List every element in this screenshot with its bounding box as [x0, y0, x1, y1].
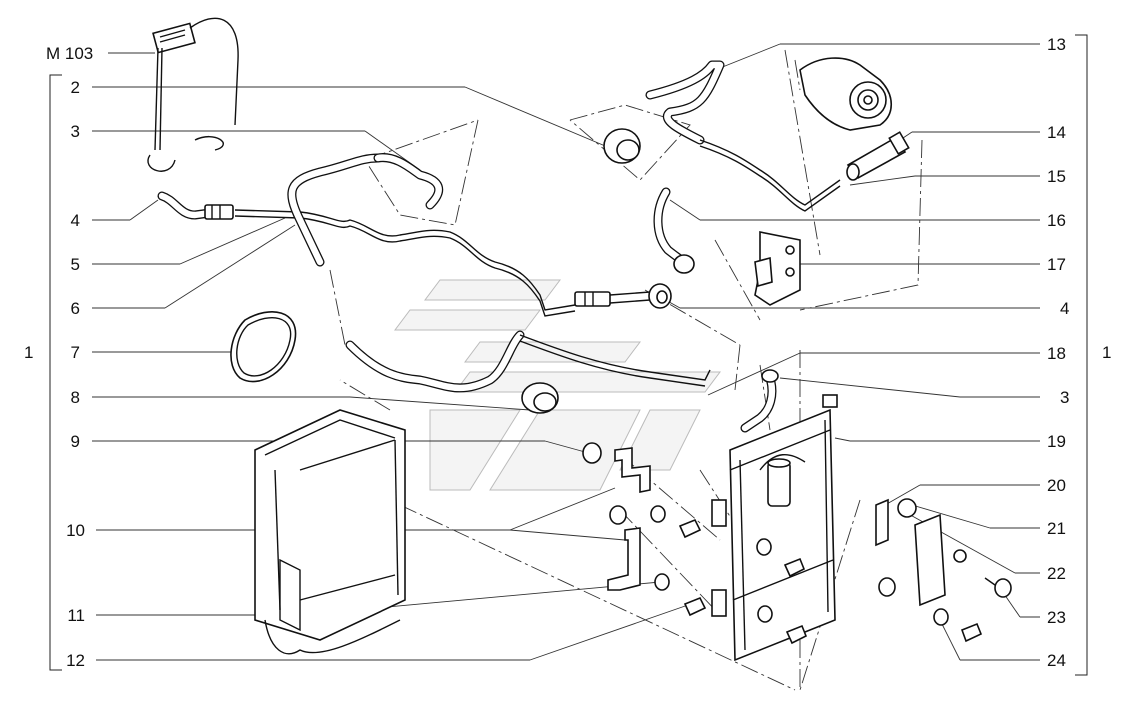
part-19-condenser: [729, 394, 838, 662]
part-24-washers: [878, 577, 983, 643]
callout-16: 16: [1047, 211, 1066, 230]
callout-9: 9: [70, 432, 80, 451]
callout-6: 6: [70, 299, 80, 318]
right-leader-lines: [661, 43, 1040, 661]
callout-22: 22: [1047, 564, 1066, 583]
callout-21: 21: [1047, 519, 1066, 538]
callout-13: 13: [1047, 35, 1066, 54]
part-4-fitting-right: [648, 283, 672, 309]
callout-8: 8: [70, 388, 80, 407]
part-3-hose-lower: [740, 369, 779, 433]
callout-3-right: 3: [1060, 388, 1070, 407]
right-group-bracket: [1075, 34, 1088, 676]
part-4-hose-fitting: [157, 191, 234, 220]
part-6-hose: [287, 153, 383, 267]
part-5-suction-line: [234, 209, 651, 317]
callout-19: 19: [1047, 432, 1066, 451]
callout-14: 14: [1047, 123, 1066, 142]
callout-24: 24: [1047, 651, 1066, 670]
callout-15: 15: [1047, 167, 1066, 186]
callout-4-right: 4: [1060, 299, 1070, 318]
part-13-pipe: [645, 60, 841, 212]
part-compressor: [799, 57, 893, 131]
part-8-liquid-line: [345, 330, 711, 414]
label-m103: M 103: [46, 44, 94, 63]
part-14-tube: [846, 131, 910, 181]
callout-23: 23: [1047, 608, 1066, 627]
callout-18: 18: [1047, 344, 1066, 363]
part-9-bush: [582, 442, 602, 464]
callout-11: 11: [67, 606, 85, 625]
part-21-knob: [897, 498, 917, 518]
label-group-right: 1: [1102, 343, 1112, 362]
part-2-grommet: [603, 128, 641, 164]
part-11-washers: [609, 505, 773, 623]
part-7-o-ring: [230, 311, 297, 383]
left-group-bracket: [49, 74, 62, 671]
part-3-hose-upper: [373, 153, 444, 210]
callout-17: 17: [1047, 255, 1066, 274]
callout-5: 5: [70, 255, 80, 274]
callout-10: 10: [66, 521, 85, 540]
part-17-manifold: [754, 231, 801, 306]
callout-2: 2: [70, 78, 80, 97]
part-16-hose: [653, 187, 695, 274]
watermark-logo: [394, 279, 721, 491]
part-hinge-brackets: [711, 499, 727, 617]
callout-4-left: 4: [70, 211, 80, 230]
part-20-plate: [875, 498, 889, 547]
part-10-bracket: [607, 447, 651, 591]
part-radiator-frame: [254, 409, 406, 655]
part-22-bracket: [914, 513, 967, 607]
part-23-knob: [984, 577, 1012, 598]
callout-12: 12: [66, 651, 85, 670]
callout-3-left: 3: [70, 122, 80, 141]
callout-7: 7: [70, 343, 80, 362]
label-group-left: 1: [24, 343, 34, 362]
callout-20: 20: [1047, 476, 1066, 495]
part-m103-sensor: [147, 17, 239, 172]
part-12-bolts: [678, 518, 808, 645]
